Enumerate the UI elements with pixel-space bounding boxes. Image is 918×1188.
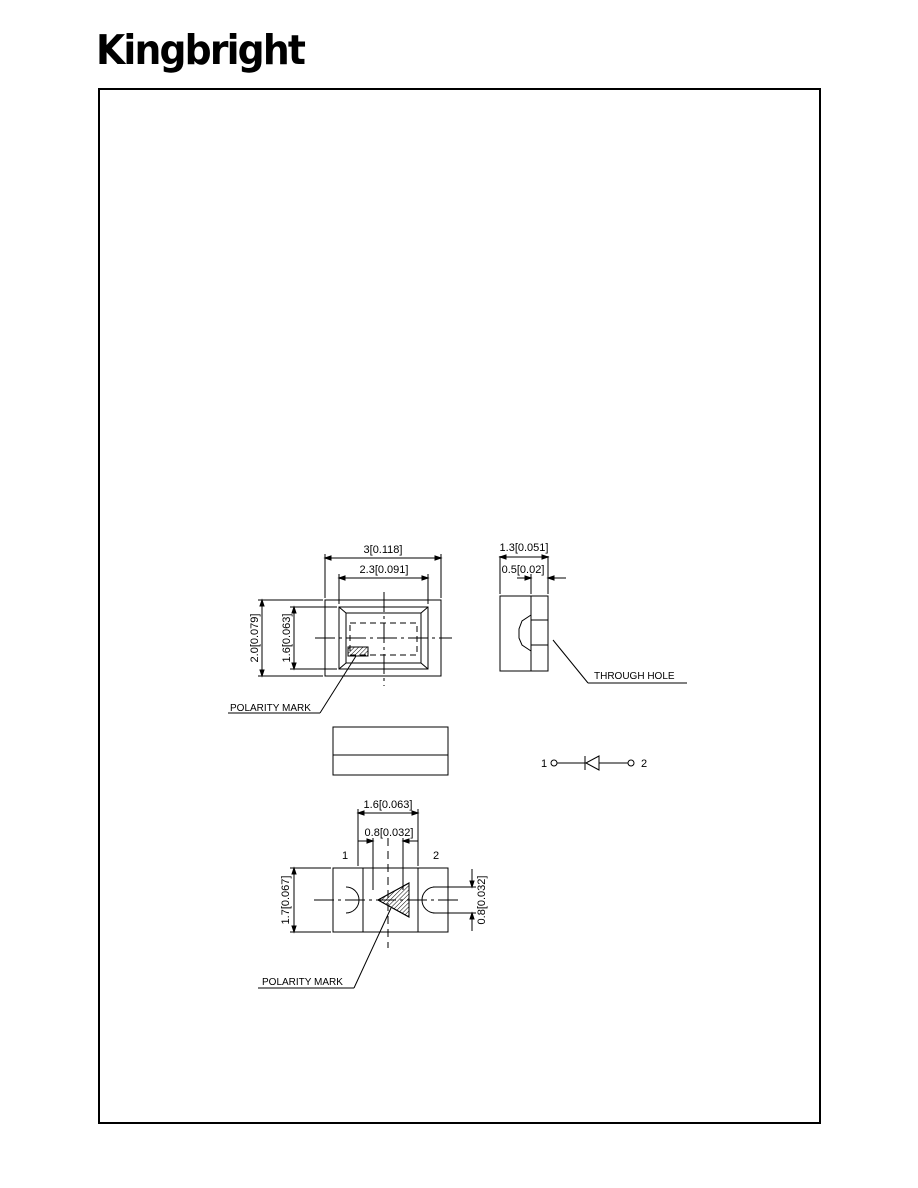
- label-schematic-pin-2: 2: [641, 758, 647, 770]
- label-through-hole: THROUGH HOLE: [594, 671, 675, 682]
- label-height-overall: 2.0[0.079]: [249, 614, 261, 663]
- label-gap-width: 0.8[0.032]: [365, 827, 414, 839]
- label-schematic-pin-1: 1: [541, 758, 547, 770]
- diode-schematic: [550, 755, 635, 771]
- front-view: [332, 726, 449, 776]
- bottom-view: [258, 809, 476, 989]
- label-polarity-mark-bottom: POLARITY MARK: [262, 977, 343, 988]
- label-pads-width: 1.6[0.063]: [364, 799, 413, 811]
- label-bottom-height: 1.7[0.067]: [280, 876, 292, 925]
- label-depth-lens: 0.5[0.02]: [502, 564, 545, 576]
- front-view-body: [332, 726, 449, 776]
- side-view-body: [499, 595, 549, 672]
- side-view-lens-curve: [518, 614, 532, 652]
- side-view: [498, 554, 687, 684]
- label-depth-overall: 1.3[0.051]: [500, 542, 549, 554]
- label-width-overall: 3[0.118]: [364, 544, 403, 556]
- kingbright-logo: Kingbright: [96, 26, 306, 74]
- label-polarity-mark-top: POLARITY MARK: [230, 703, 311, 714]
- top-view: [228, 554, 452, 714]
- top-view-polarity-mark: [347, 646, 369, 657]
- label-height-inner: 1.6[0.063]: [281, 614, 293, 663]
- label-width-inner: 2.3[0.091]: [360, 564, 409, 576]
- label-bottom-pin-2: 2: [433, 850, 439, 862]
- label-hole-height: 0.8[0.032]: [476, 876, 488, 925]
- label-bottom-pin-1: 1: [342, 850, 348, 862]
- drawing-frame: [98, 88, 821, 1124]
